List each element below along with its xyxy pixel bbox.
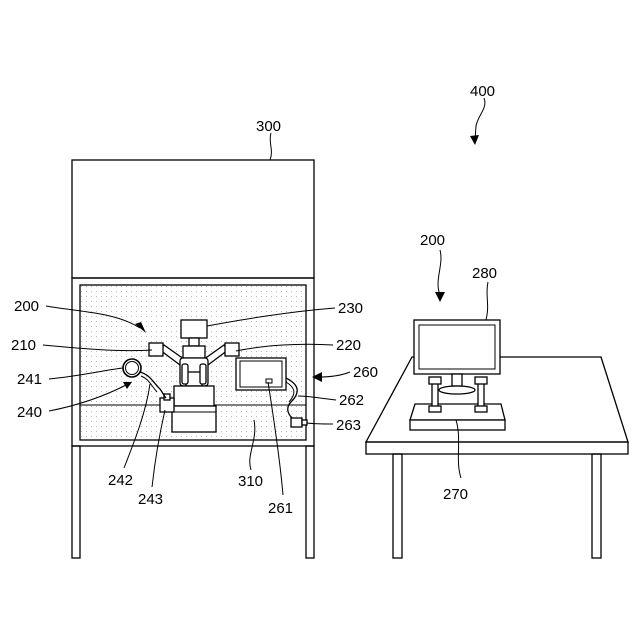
label-280: 280 bbox=[472, 265, 497, 282]
cable-connector bbox=[291, 418, 302, 427]
leader-260 bbox=[319, 372, 350, 377]
leader-263 bbox=[307, 423, 333, 424]
label-243: 243 bbox=[138, 491, 163, 508]
microscope-system-right bbox=[410, 320, 505, 430]
label-300: 300 bbox=[256, 118, 281, 135]
bench-right-leg bbox=[306, 446, 314, 558]
label-262: 262 bbox=[339, 392, 364, 409]
label-220: 220 bbox=[336, 337, 361, 354]
label-240: 240 bbox=[17, 404, 42, 421]
bench-hood bbox=[72, 160, 314, 278]
stand-right-post bbox=[478, 382, 484, 408]
label-242: 242 bbox=[108, 472, 133, 489]
label-270: 270 bbox=[443, 486, 468, 503]
label-261: 261 bbox=[268, 500, 293, 517]
label-400: 400 bbox=[470, 83, 495, 100]
monitor-foot bbox=[439, 386, 475, 394]
stand-left-foot bbox=[429, 406, 441, 412]
arrowhead-200-right bbox=[435, 292, 445, 302]
connector-plug bbox=[302, 420, 307, 425]
leader-200-right bbox=[438, 250, 441, 295]
label-260: 260 bbox=[353, 364, 378, 381]
objective-right bbox=[200, 364, 206, 384]
camera-mount bbox=[189, 338, 199, 346]
microscope-head bbox=[183, 346, 205, 358]
stand-top bbox=[410, 404, 505, 420]
left-eyepiece bbox=[149, 343, 163, 356]
table-right-leg bbox=[592, 454, 601, 558]
arrowhead-400 bbox=[470, 135, 479, 145]
table-edge bbox=[366, 442, 628, 454]
display-frame bbox=[236, 358, 286, 390]
microscope-stage bbox=[174, 386, 214, 406]
bench-left-leg bbox=[72, 446, 80, 558]
label-200-left: 200 bbox=[14, 298, 39, 315]
stand-left-cap bbox=[429, 377, 441, 384]
stand-right-foot bbox=[475, 406, 487, 412]
label-230: 230 bbox=[338, 300, 363, 317]
monitor-neck bbox=[452, 374, 462, 386]
table bbox=[366, 357, 628, 558]
label-241: 241 bbox=[17, 371, 42, 388]
microscope-base bbox=[172, 406, 216, 432]
objective-left bbox=[182, 364, 188, 384]
stand-right-cap bbox=[475, 377, 487, 384]
table-left-leg bbox=[393, 454, 402, 558]
label-210: 210 bbox=[11, 337, 36, 354]
label-263: 263 bbox=[336, 417, 361, 434]
leader-300 bbox=[270, 133, 271, 160]
stand-left-post bbox=[432, 382, 438, 408]
leader-280 bbox=[486, 282, 488, 320]
right-eyepiece bbox=[225, 343, 239, 356]
label-200-right: 200 bbox=[420, 232, 445, 249]
label-310: 310 bbox=[238, 473, 263, 490]
leader-400 bbox=[475, 98, 485, 140]
camera-body bbox=[181, 320, 207, 338]
monitor-frame bbox=[414, 320, 500, 374]
